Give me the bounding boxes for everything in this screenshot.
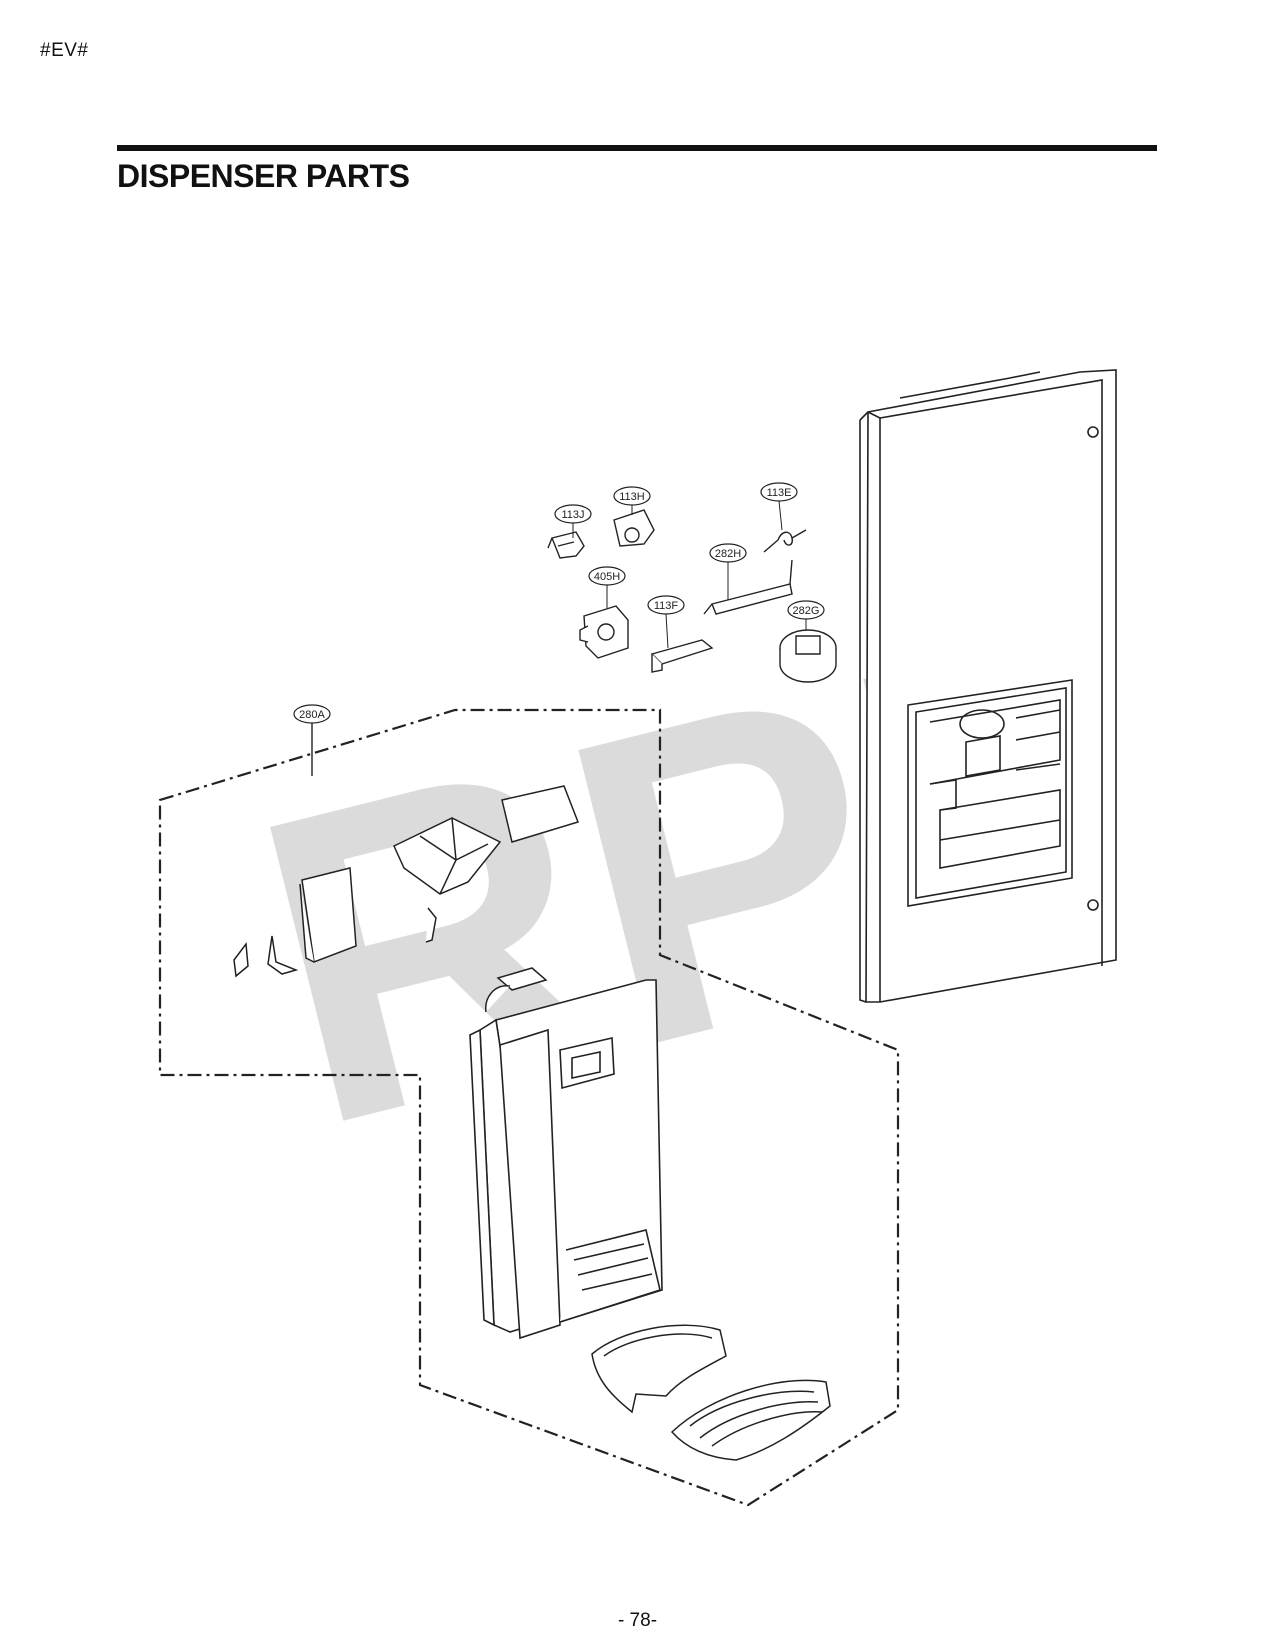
dispenser-assembly-parts <box>233 785 579 1013</box>
callout-282h: 282H <box>709 543 747 600</box>
refrigerator-door <box>859 369 1117 1003</box>
document-code: #EV# <box>40 40 89 61</box>
callout-113j: 113J <box>554 504 592 538</box>
svg-text:282G: 282G <box>793 605 820 617</box>
callout-113h: 113H <box>613 486 651 515</box>
svg-text:113H: 113H <box>619 491 645 503</box>
small-parts-cluster <box>547 509 837 683</box>
callout-113e: 113E <box>760 482 798 531</box>
callout-282g: 282G <box>787 600 825 630</box>
page-number: - 78- <box>617 1610 658 1631</box>
callout-113f: 113F <box>647 595 685 649</box>
page-title: DISPENSER PARTS <box>117 158 410 194</box>
svg-text:405H: 405H <box>594 571 620 583</box>
callout-405h: 405H <box>588 566 626 608</box>
svg-text:113J: 113J <box>561 509 584 521</box>
drip-trays <box>591 1324 831 1461</box>
svg-text:113E: 113E <box>767 487 792 499</box>
assembly-boundary <box>158 708 900 1507</box>
dispenser-housing <box>469 979 663 1340</box>
header-rule <box>117 145 1157 151</box>
callout-280a: 280A <box>293 704 331 724</box>
svg-text:282H: 282H <box>715 548 741 560</box>
svg-text:113F: 113F <box>654 600 679 612</box>
svg-text:280A: 280A <box>299 709 325 721</box>
